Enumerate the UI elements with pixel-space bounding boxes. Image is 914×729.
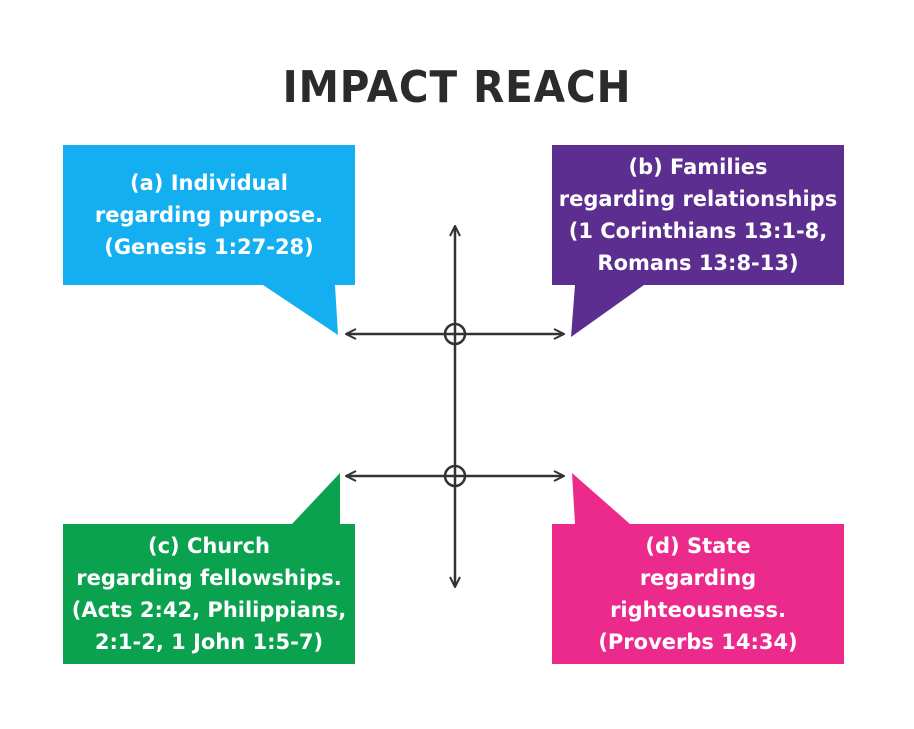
diagram-title: IMPACT REACH: [282, 62, 632, 113]
individual-line-2: regarding purpose.: [94, 203, 324, 227]
callout-families: [552, 145, 844, 337]
callout-state: [552, 473, 844, 664]
state-box-text: (d) State regarding righteousness. (Prov…: [552, 524, 844, 664]
callout-individual: [63, 145, 355, 335]
individual-line-1: (a) Individual: [130, 171, 288, 195]
church-line-1: (c) Church: [147, 534, 271, 558]
callout-church: [63, 473, 355, 664]
state-line-3: righteousness.: [610, 598, 786, 622]
state-line-2: regarding: [639, 566, 757, 590]
families-line-2: regarding relationships: [558, 187, 838, 211]
families-line-1: (b) Families: [628, 155, 768, 179]
church-line-2: regarding fellowships.: [76, 566, 342, 590]
families-line-3: (1 Corinthians 13:1-8,: [568, 219, 828, 243]
families-box-text: (b) Families regarding relationships (1 …: [552, 145, 844, 285]
church-box-text: (c) Church regarding fellowships. (Acts …: [63, 524, 355, 664]
church-line-4: 2:1-2, 1 John 1:5-7): [94, 630, 324, 654]
state-line-1: (d) State: [645, 534, 751, 558]
individual-line-3: (Genesis 1:27-28): [104, 235, 314, 259]
families-line-4: Romans 13:8-13): [597, 251, 799, 275]
individual-box-text: (a) Individual regarding purpose. (Genes…: [63, 145, 355, 285]
state-line-4: (Proverbs 14:34): [598, 630, 798, 654]
church-line-3: (Acts 2:42, Philippians,: [71, 598, 347, 622]
